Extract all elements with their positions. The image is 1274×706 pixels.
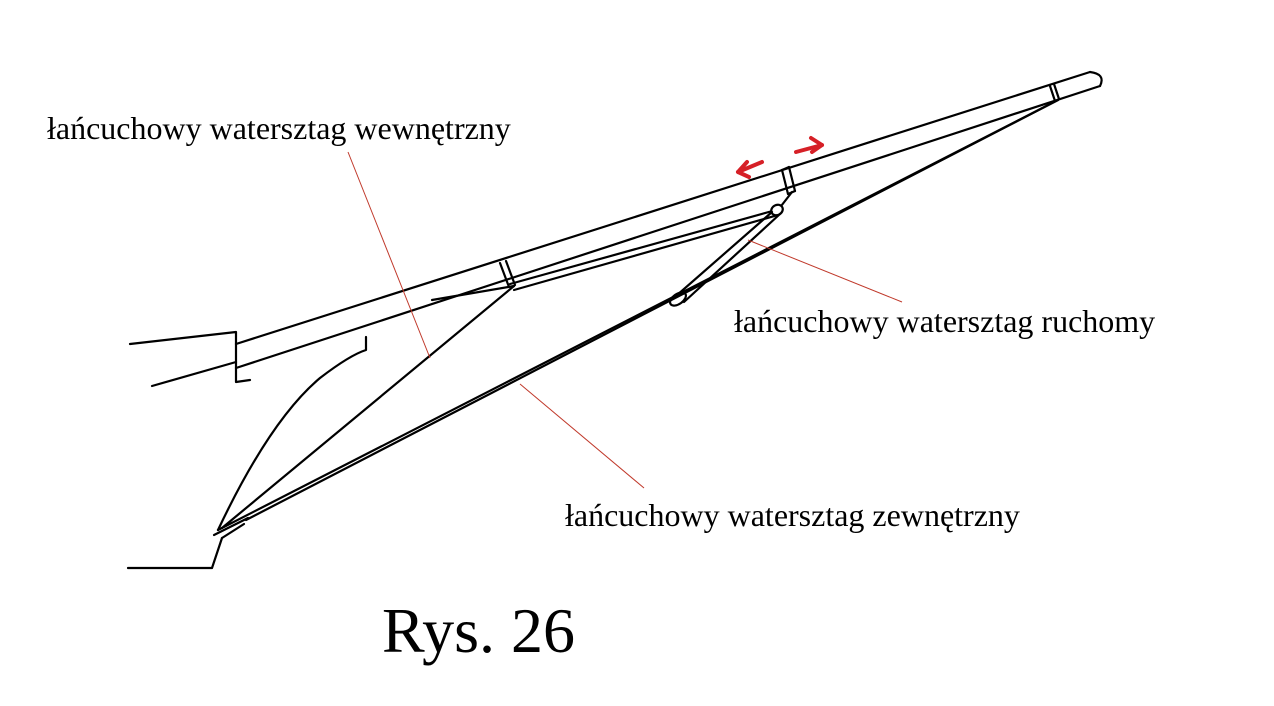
figure-caption: Rys. 26	[382, 595, 575, 666]
inner-stay-label: łańcuchowy watersztag wewnętrzny	[47, 110, 511, 146]
inner-stay-chain	[220, 208, 780, 530]
inner-stay-leader	[347, 151, 431, 359]
movable-stay-chain	[668, 190, 794, 307]
outer-stay-label: łańcuchowy watersztag zewnętrzny	[565, 497, 1020, 533]
arrow-left-icon	[736, 160, 764, 179]
outer-stay-leader	[519, 383, 645, 489]
movement-arrows	[736, 136, 824, 179]
outer-stay-chain	[212, 98, 1060, 540]
movable-stay-leader	[747, 239, 903, 303]
leader-lines	[347, 151, 903, 489]
hull-outline	[126, 330, 368, 570]
bowsprit-spar	[150, 70, 1103, 388]
movable-stay-label: łańcuchowy watersztag ruchomy	[734, 303, 1155, 339]
arrow-right-icon	[794, 136, 824, 154]
